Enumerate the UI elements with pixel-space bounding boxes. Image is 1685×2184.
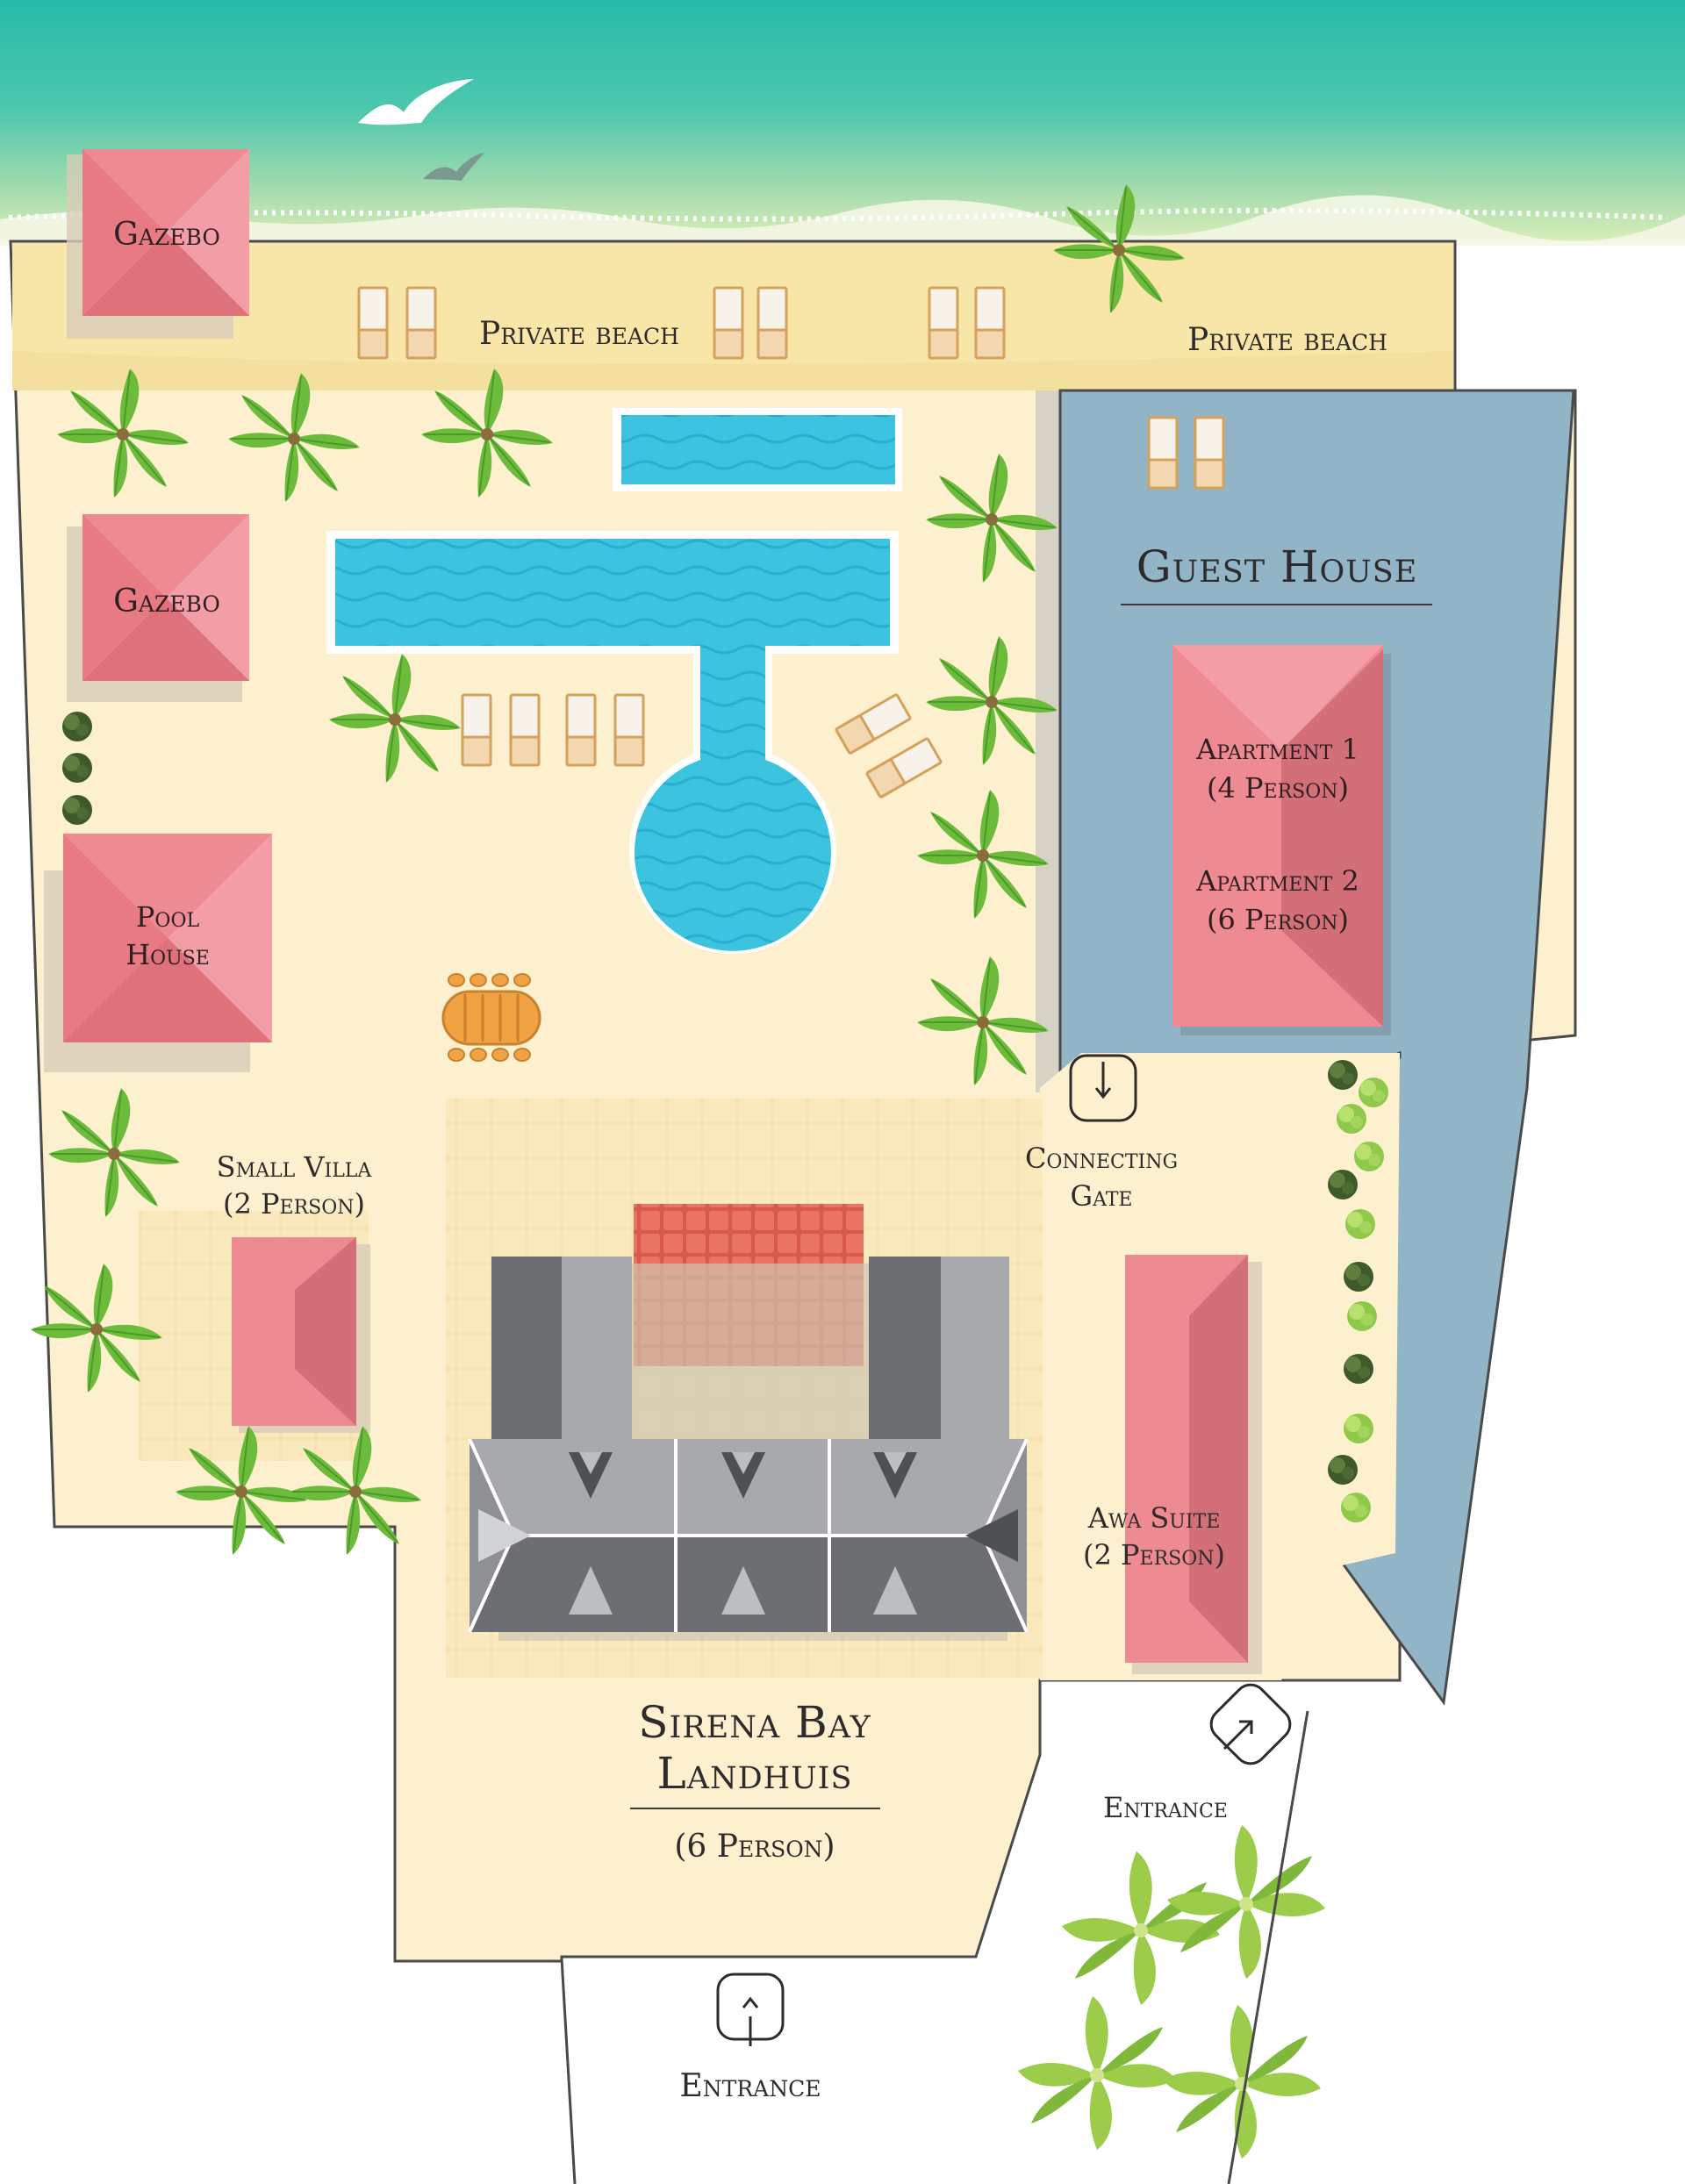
apartment-1-name: Apartment 1 <box>1196 733 1359 766</box>
landhuis-title: Landhuis <box>656 1748 853 1799</box>
guest-house-building <box>1172 645 1391 1035</box>
entrance-label-south: Entrance <box>679 2068 821 2104</box>
guest-house-divider <box>1121 604 1432 605</box>
landhuis-divider <box>630 1808 880 1809</box>
apartment-2-name: Apartment 2 <box>1196 864 1359 898</box>
private-beach-label: Private beach <box>1187 322 1387 358</box>
private-beach-label: Private beach <box>479 316 679 352</box>
gazebo-2-label: Gazebo <box>113 584 220 619</box>
gazebo-1 <box>67 149 249 339</box>
apartment-2-capacity: (6 Person) <box>1206 903 1349 936</box>
swimming-pool <box>326 408 902 955</box>
small-villa-capacity: (2 Person) <box>222 1187 365 1221</box>
pool-house-label: Pool <box>135 900 200 934</box>
entrance-label-east: Entrance <box>1103 1791 1228 1824</box>
gate-arrow-icon <box>1069 1054 1137 1122</box>
awa-suite-name: Awa Suite <box>1087 1501 1221 1535</box>
landhuis-title: Sirena Bay <box>638 1697 871 1748</box>
apartment-1-capacity: (4 Person) <box>1206 771 1349 805</box>
gazebo-2 <box>67 514 249 702</box>
connecting-gate-label: Gate <box>1070 1179 1133 1213</box>
small-villa-name: Small Villa <box>216 1150 372 1184</box>
dining-table-icon <box>441 973 541 1062</box>
awa-suite-capacity: (2 Person) <box>1082 1538 1225 1572</box>
seagull-icon <box>358 79 474 125</box>
entrance-arrow-icon <box>1209 1683 1292 1765</box>
seagull-icon <box>423 153 484 181</box>
landhuis-capacity: (6 Person) <box>674 1829 835 1865</box>
pool-house <box>44 834 272 1072</box>
entrance-arrow-icon <box>716 1973 785 2046</box>
pool-house-label: House <box>125 938 210 971</box>
guest-house-title: Guest House <box>1136 541 1418 592</box>
awa-suite-building <box>1125 1255 1262 1674</box>
gazebo-1-label: Gazebo <box>113 217 220 253</box>
landhuis-roof <box>468 1257 1029 1641</box>
connecting-gate-label: Connecting <box>1024 1142 1179 1175</box>
small-villa-building <box>232 1237 370 1433</box>
